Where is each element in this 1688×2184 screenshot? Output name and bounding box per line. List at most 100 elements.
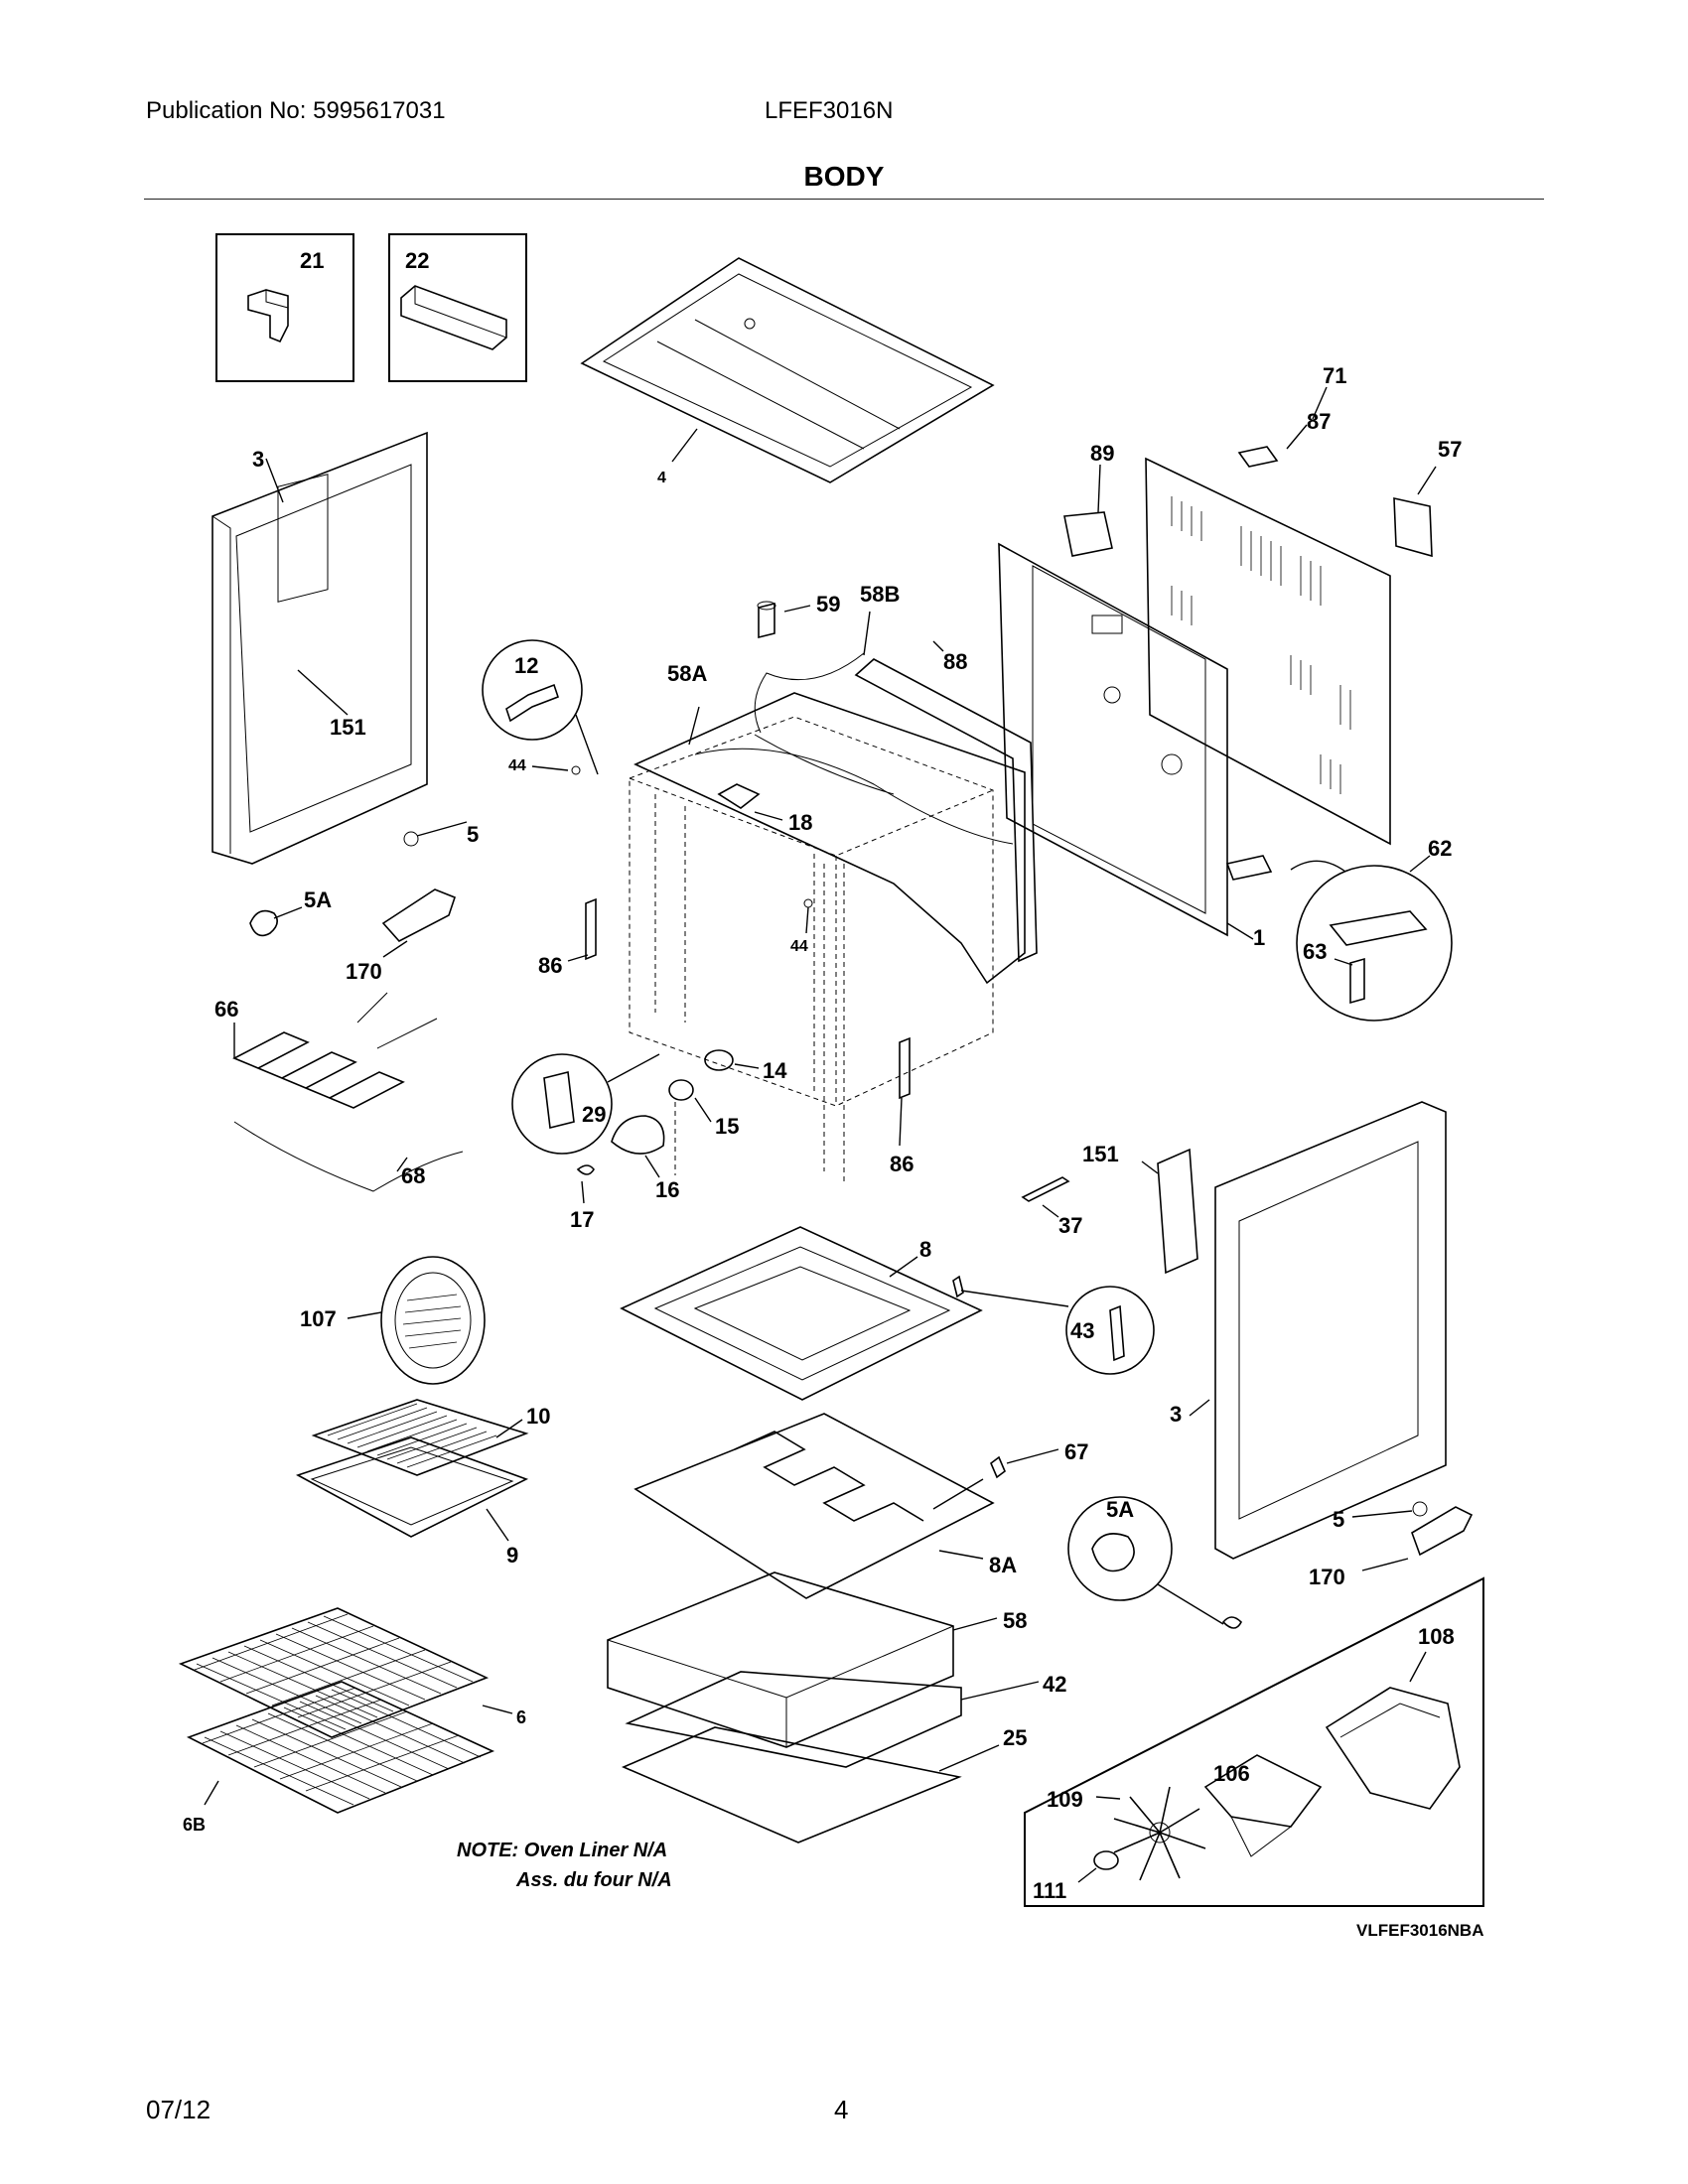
label-17: 17 <box>570 1207 594 1232</box>
top-panel-4: 4 <box>580 257 995 486</box>
page-number: 4 <box>834 2095 849 2124</box>
label-109: 109 <box>1047 1787 1083 1812</box>
label-1: 1 <box>1253 925 1265 950</box>
label-63: 63 <box>1303 939 1327 964</box>
part-43-callout: 43 <box>1065 1286 1155 1375</box>
label-86-right: 86 <box>890 1152 914 1176</box>
label-58B: 58B <box>860 582 900 607</box>
back-frame-1: 1 89 <box>998 441 1265 950</box>
label-86-left: 86 <box>538 953 562 978</box>
label-3-right: 3 <box>1170 1402 1182 1427</box>
label-44-top: 44 <box>508 757 526 774</box>
part-5A-right-callout: 5A <box>1067 1496 1242 1629</box>
label-9: 9 <box>506 1543 518 1568</box>
part-22-inset: 22 <box>388 233 527 382</box>
label-67: 67 <box>1064 1439 1088 1464</box>
label-59: 59 <box>816 592 840 616</box>
oven-rack-6: 6 <box>178 1607 526 1738</box>
label-170-right: 170 <box>1309 1565 1345 1589</box>
part-18: 18 <box>717 783 812 835</box>
label-151-left: 151 <box>330 715 366 740</box>
part-12-callout: 12 44 <box>482 639 599 775</box>
part-59: 59 <box>757 592 840 639</box>
label-5-right: 5 <box>1333 1507 1344 1532</box>
model-number: LFEF3016N <box>765 97 894 124</box>
publication-number: Publication No: 5995617031 <box>146 97 446 124</box>
label-22: 22 <box>405 248 429 273</box>
part-16: 16 <box>611 1115 679 1202</box>
label-111: 111 <box>1033 1878 1066 1903</box>
label-12: 12 <box>514 653 538 678</box>
diagram-code: VLFEF3016NBA <box>1356 1921 1483 1940</box>
convection-cover-107: 107 <box>300 1256 486 1385</box>
part-25: 25 <box>621 1725 1027 1843</box>
footer-date: 07/12 <box>146 2095 211 2124</box>
part-29-callout: 29 <box>511 1053 660 1155</box>
label-71: 71 <box>1323 363 1346 388</box>
part-21-inset: 21 <box>215 233 354 382</box>
label-16: 16 <box>655 1177 679 1202</box>
label-42: 42 <box>1043 1672 1066 1697</box>
label-8A: 8A <box>989 1553 1017 1577</box>
oven-bottom-8: 8 <box>620 1226 1069 1401</box>
broiler-pan-10: 10 <box>311 1399 550 1476</box>
label-4: 4 <box>657 470 666 486</box>
bottom-insulation-58: 58 <box>607 1571 1027 1748</box>
label-68: 68 <box>401 1163 425 1188</box>
label-43: 43 <box>1070 1318 1094 1343</box>
broil-element-66: 66 68 <box>214 992 464 1192</box>
label-8: 8 <box>919 1237 931 1262</box>
side-panel-right-3: 3 <box>1170 1101 1447 1560</box>
part-5-right: 5 <box>1333 1501 1474 1557</box>
label-5A-right: 5A <box>1106 1497 1134 1522</box>
oven-rack-6B: 6B <box>183 1681 495 1835</box>
part-15: 15 <box>668 1079 739 1139</box>
label-37: 37 <box>1058 1213 1082 1238</box>
label-5-left: 5 <box>467 822 479 847</box>
label-66: 66 <box>214 997 238 1022</box>
oven-liner-58A: 58A <box>629 661 1026 1185</box>
label-14: 14 <box>763 1058 787 1083</box>
part-151-right: 151 <box>1082 1142 1198 1275</box>
note-line-2: Ass. du four N/A <box>515 1869 672 1891</box>
part-14: 14 <box>704 1049 787 1083</box>
part-86-right: 86 <box>890 1036 914 1176</box>
label-21: 21 <box>300 248 324 273</box>
insulation-blanket: 58B 88 <box>754 582 1038 963</box>
label-89: 89 <box>1090 441 1114 466</box>
label-6: 6 <box>516 1707 526 1727</box>
note-line-1: NOTE: Oven Liner N/A <box>457 1840 667 1861</box>
section-title: BODY <box>803 161 885 192</box>
part-86-left: 86 <box>538 897 597 978</box>
label-58A: 58A <box>667 661 707 686</box>
convection-fan-inset: 108 106 109 111 VLFEF3016NBA <box>1024 1576 1484 1940</box>
side-panel-left-3: 3 151 5 5A 170 <box>211 431 479 984</box>
label-29: 29 <box>582 1102 606 1127</box>
label-170-left: 170 <box>346 959 382 984</box>
label-58: 58 <box>1003 1608 1027 1633</box>
part-170-right: 170 <box>1309 1558 1409 1589</box>
part-42: 42 <box>625 1671 1066 1768</box>
label-3-left: 3 <box>252 447 264 472</box>
broiler-pan-9: 9 <box>296 1436 529 1568</box>
label-107: 107 <box>300 1306 337 1331</box>
label-15: 15 <box>715 1114 739 1139</box>
label-106: 106 <box>1213 1761 1250 1786</box>
part-17: 17 <box>570 1164 595 1232</box>
rear-panel-71: 71 87 57 <box>1145 363 1462 846</box>
label-5A-left: 5A <box>304 887 332 912</box>
header-rule <box>144 199 1544 200</box>
label-108: 108 <box>1418 1624 1455 1649</box>
label-151-right: 151 <box>1082 1142 1119 1166</box>
label-57: 57 <box>1438 437 1462 462</box>
label-44-lower: 44 <box>790 938 808 955</box>
part-62-callout: 62 63 <box>1225 836 1453 1022</box>
label-10: 10 <box>526 1404 550 1429</box>
label-87: 87 <box>1307 409 1331 434</box>
label-6B: 6B <box>183 1815 206 1835</box>
label-88: 88 <box>943 649 967 674</box>
label-18: 18 <box>788 810 812 835</box>
label-25: 25 <box>1003 1725 1027 1750</box>
part-44-lower: 44 <box>790 898 813 955</box>
